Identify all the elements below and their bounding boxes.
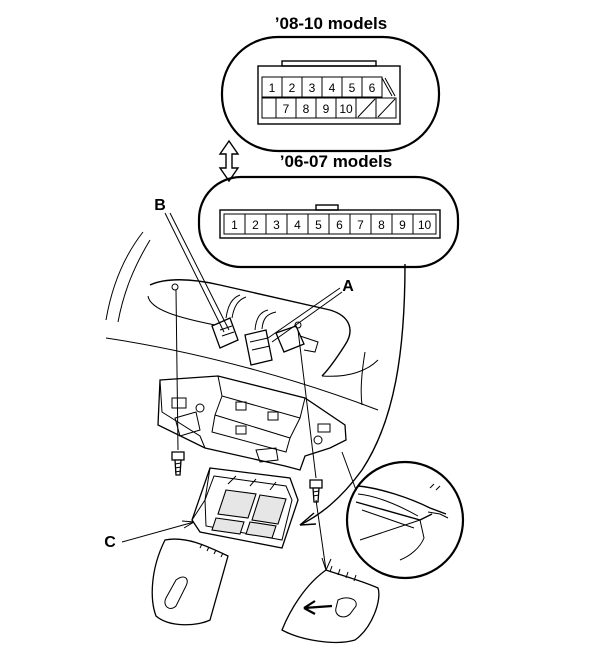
pin-0607-1: 1 bbox=[231, 218, 238, 232]
pin-0810-3: 3 bbox=[309, 81, 316, 95]
pin-0607-9: 9 bbox=[399, 218, 406, 232]
pin-0607-3: 3 bbox=[273, 218, 280, 232]
lens-left bbox=[151, 538, 229, 626]
callout-c: C bbox=[104, 520, 195, 551]
pin-0810-10: 10 bbox=[339, 102, 353, 116]
callout-c-label: C bbox=[104, 534, 116, 551]
push-arrow-icon bbox=[303, 600, 333, 615]
pin-0810-2: 2 bbox=[289, 81, 296, 95]
pin-0810-5: 5 bbox=[349, 81, 356, 95]
roof-bracket bbox=[275, 325, 319, 353]
screw-left bbox=[171, 289, 185, 476]
leader-arrowhead-icon bbox=[299, 512, 317, 526]
connector-0810-title: ’08-10 models bbox=[275, 14, 387, 33]
pin-0810-4: 4 bbox=[329, 81, 336, 95]
screw-right bbox=[297, 329, 323, 503]
pin-0607-6: 6 bbox=[336, 218, 343, 232]
connector-0607-bubble bbox=[197, 175, 460, 269]
pin-0607-2: 2 bbox=[252, 218, 259, 232]
pin-0810-6: 6 bbox=[369, 81, 376, 95]
callout-b-label: B bbox=[154, 197, 166, 214]
pin-0607-5: 5 bbox=[315, 218, 322, 232]
pin-0810-7: 7 bbox=[283, 102, 290, 116]
map-light-housing bbox=[191, 467, 299, 549]
bubble-leader-line bbox=[299, 263, 406, 526]
lens-right bbox=[281, 565, 380, 643]
harness-connector-b bbox=[211, 294, 247, 349]
connector-0810-group: ’08-10 models 1 2 3 bbox=[220, 14, 441, 153]
connector-0607-title: ’06-07 models bbox=[280, 152, 392, 171]
roof-hole-left bbox=[171, 283, 179, 291]
alignment-arrow-icon bbox=[321, 557, 332, 571]
pin-0607-4: 4 bbox=[294, 218, 301, 232]
double-arrow-icon bbox=[218, 139, 240, 183]
pin-0607-7: 7 bbox=[357, 218, 364, 232]
connector-0810-bubble bbox=[220, 35, 441, 153]
pin-0810-9: 9 bbox=[323, 102, 330, 116]
zoom-leader-line bbox=[341, 451, 357, 491]
connector-0810-face: 1 2 3 4 5 6 7 8 9 10 bbox=[257, 60, 401, 125]
pin-0810-1: 1 bbox=[269, 81, 276, 95]
pin-0810-8: 8 bbox=[303, 102, 310, 116]
pin-0607-10: 10 bbox=[418, 218, 432, 232]
callout-a: A bbox=[267, 278, 354, 343]
connector-0607-face: 1 2 3 4 5 6 7 8 9 10 bbox=[219, 204, 441, 239]
callout-a-label: A bbox=[342, 278, 354, 295]
lens-right-alignment-line bbox=[315, 499, 327, 571]
pin-0607-8: 8 bbox=[378, 218, 385, 232]
clip-detail-zoom bbox=[345, 460, 465, 580]
callout-b: B bbox=[154, 197, 230, 333]
harness-connector-a bbox=[244, 309, 277, 366]
connector-0607-group: ’06-07 models 1 2 3 4 5 6 7 8 9 10 bbox=[197, 152, 460, 269]
roof-headliner bbox=[105, 231, 379, 411]
console-frame bbox=[157, 375, 347, 471]
